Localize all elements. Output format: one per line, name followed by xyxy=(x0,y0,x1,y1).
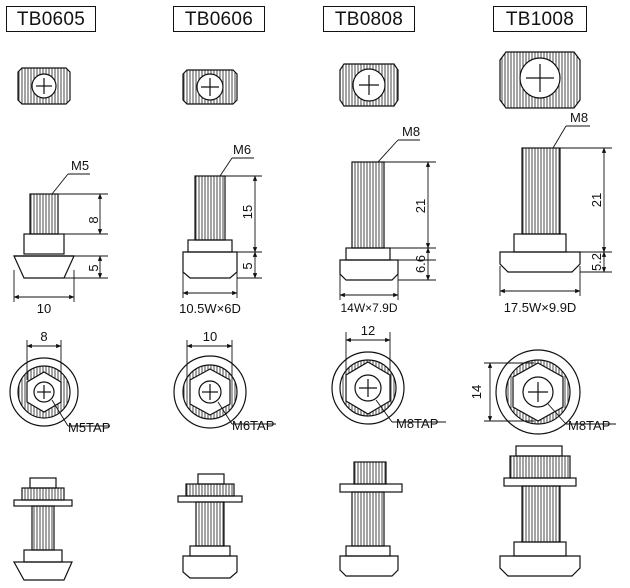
nut-dim-tb0808: 12 xyxy=(361,323,375,338)
end-view-tb0606 xyxy=(173,355,247,429)
dim-head-tb0605: 5 xyxy=(86,264,101,271)
end-view-tb0808 xyxy=(331,351,405,425)
dim-shank-tb0606: 15 xyxy=(240,205,255,219)
tap-label-tb0605: M5TAP xyxy=(68,420,110,435)
dim-shank-tb1008: 21 xyxy=(589,193,604,207)
model-label-tb0606: TB0606 xyxy=(173,6,265,32)
thread-label-tb0605: M5 xyxy=(71,158,89,173)
dim-head-tb1008: 5.2 xyxy=(589,253,604,271)
assembly-view-tb0808 xyxy=(339,461,403,577)
nut-dim-tb1008: 14 xyxy=(469,385,484,399)
end-view-tb0605 xyxy=(9,357,79,427)
nut-dim-tb0606: 10 xyxy=(203,329,217,344)
thread-label-tb0808: M8 xyxy=(402,124,420,139)
dim-shank-tb0808: 21 xyxy=(413,199,428,213)
tap-label-tb0606: M6TAP xyxy=(232,418,274,433)
top-view-tb0605 xyxy=(17,67,71,105)
dim-head-tb0606: 5 xyxy=(240,262,255,269)
thread-label-tb1008: M8 xyxy=(570,110,588,125)
top-view-tb1008 xyxy=(499,51,581,109)
dim-head-tb0808: 6.6 xyxy=(413,255,428,273)
side-view-tb0605 xyxy=(13,193,75,279)
dim-width-tb1008: 17.5W×9.9D xyxy=(504,300,577,315)
side-view-tb0606 xyxy=(182,175,238,279)
top-view-tb0606 xyxy=(182,69,238,105)
model-label-tb0808: TB0808 xyxy=(323,6,415,32)
dim-width-tb0606: 10.5W×6D xyxy=(179,301,241,316)
tap-label-tb1008: M8TAP xyxy=(568,418,610,433)
dim-width-tb0808: 14W×7.9D xyxy=(340,301,397,315)
model-label-tb0605: TB0605 xyxy=(6,6,96,32)
dim-width-tb0605: 10 xyxy=(37,301,51,316)
top-view-tb0808 xyxy=(339,63,399,107)
nut-dim-tb0605: 8 xyxy=(40,329,47,344)
assembly-view-tb0605 xyxy=(12,477,73,581)
thread-label-tb0606: M6 xyxy=(233,142,251,157)
tap-label-tb0808: M8TAP xyxy=(396,416,438,431)
dim-shank-tb0605: 8 xyxy=(86,216,101,223)
model-label-tb1008: TB1008 xyxy=(493,6,587,32)
side-view-tb0808 xyxy=(339,161,399,281)
assembly-view-tb1008 xyxy=(499,445,581,577)
assembly-view-tb0606 xyxy=(177,473,243,579)
side-view-tb1008 xyxy=(499,147,581,273)
